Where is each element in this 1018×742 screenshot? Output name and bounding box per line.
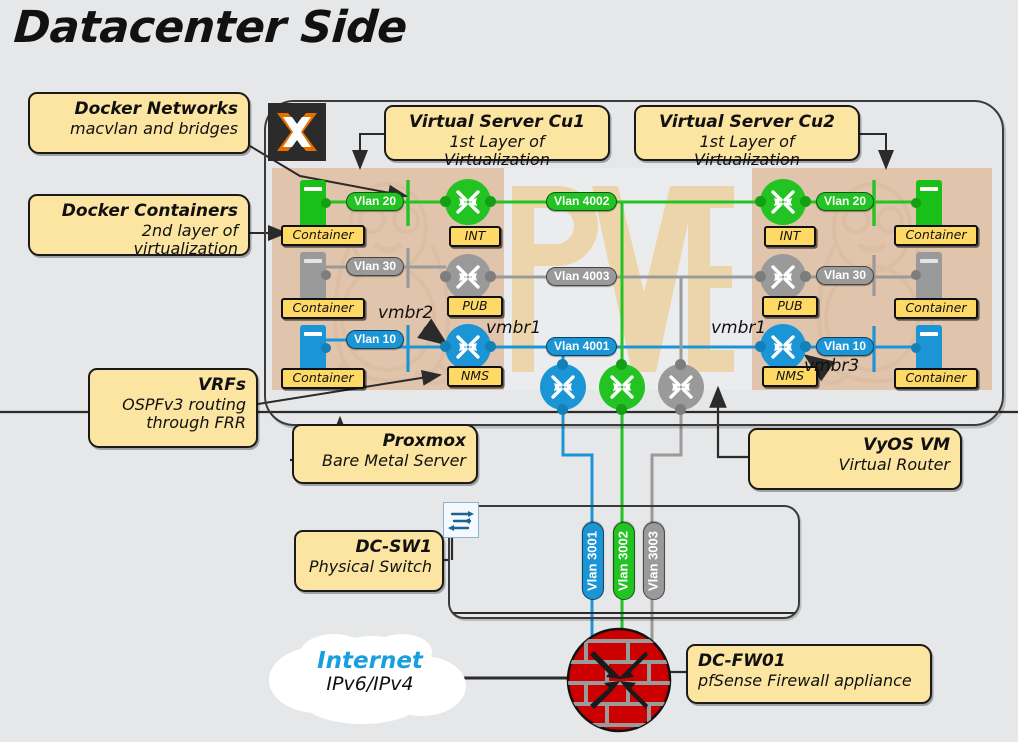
router-icon-vyos-green bbox=[599, 359, 645, 415]
note-proxmox: Proxmox Bare Metal Server bbox=[292, 424, 478, 484]
note-dcfw01-sub: pfSense Firewall appliance bbox=[698, 670, 912, 690]
note-docker-networks: Docker Networks macvlan and bridges bbox=[28, 92, 250, 154]
container-label-cu1-2: Container bbox=[281, 298, 365, 319]
note-proxmox-sub: Bare Metal Server bbox=[321, 450, 466, 470]
router-label-cu1-nms: NMS bbox=[447, 366, 503, 387]
note-docker-containers-title: Docker Containers bbox=[61, 201, 238, 221]
network-switch-icon bbox=[443, 502, 479, 538]
bridge-label-vmbr1-left: vmbr1 bbox=[486, 318, 542, 338]
note-vyos-title: VyOS VM bbox=[863, 435, 950, 455]
server-icon-cu2-vlan20 bbox=[911, 180, 942, 230]
router-icon-vyos-blue bbox=[540, 359, 586, 415]
router-label-cu2-nms: NMS bbox=[762, 366, 818, 387]
note-vrfs: VRFs OSPFv3 routing through FRR bbox=[88, 368, 258, 448]
server-icon-cu2-vlan10 bbox=[911, 325, 942, 375]
container-label-cu1-3: Container bbox=[281, 368, 365, 389]
brick-wall-firewall-icon bbox=[566, 627, 672, 733]
note-dc-fw01: DC-FW01 pfSense Firewall appliance bbox=[686, 644, 932, 704]
bridge-label-vmbr3: vmbr3 bbox=[804, 356, 860, 376]
container-label-cu2-3: Container bbox=[894, 368, 978, 389]
vlan-tag-cu1-20: Vlan 20 bbox=[346, 192, 405, 212]
server-icon-cu1-vlan10 bbox=[300, 325, 331, 375]
note-dc-sw1: DC-SW1 Physical Switch bbox=[294, 530, 444, 592]
router-label-cu2-pub: PUB bbox=[762, 296, 818, 317]
vlan-tag-trunk-4003: Vlan 4003 bbox=[546, 267, 618, 287]
note-docker-containers-sub: 2nd layer of virtualization bbox=[133, 220, 238, 259]
note-proxmox-title: Proxmox bbox=[382, 431, 466, 451]
note-vrfs-sub1: OSPFv3 routing bbox=[122, 394, 246, 414]
note-vyos-sub: Virtual Router bbox=[838, 454, 950, 474]
container-label-cu2-2: Container bbox=[894, 298, 978, 319]
vlan-tag-cu1-10: Vlan 10 bbox=[346, 330, 405, 350]
vlan-tag-uplink-3002: Vlan 3002 bbox=[613, 522, 635, 600]
note-dcsw1-title: DC-SW1 bbox=[355, 537, 432, 557]
server-icon-cu2-vlan30 bbox=[911, 252, 942, 302]
note-vrfs-title: VRFs bbox=[198, 375, 246, 395]
vlan-tag-cu2-10: Vlan 10 bbox=[816, 337, 875, 357]
router-icon-cu2-int bbox=[755, 179, 811, 225]
note-vyos: VyOS VM Virtual Router bbox=[748, 428, 962, 490]
server-icon-cu1-vlan30 bbox=[300, 252, 331, 302]
note-vs-cu1-title: Virtual Server Cu1 bbox=[409, 112, 585, 132]
server-icon-cu1-vlan20 bbox=[300, 180, 331, 230]
container-label-cu2-1: Container bbox=[894, 225, 978, 246]
note-vrfs-sub2: through FRR bbox=[146, 413, 246, 433]
note-vs-cu1-sub: 1st Layer of Virtualization bbox=[444, 131, 550, 170]
router-icon-cu1-int bbox=[440, 179, 496, 225]
cloud-icon bbox=[262, 628, 472, 728]
note-docker-networks-title: Docker Networks bbox=[74, 99, 238, 119]
router-icon-cu2-pub bbox=[755, 254, 811, 300]
note-vs-cu2-sub: 1st Layer of Virtualization bbox=[694, 131, 800, 170]
note-vs-cu2-title: Virtual Server Cu2 bbox=[659, 112, 835, 132]
router-label-cu1-int: INT bbox=[449, 226, 501, 247]
vlan-tag-uplink-3001: Vlan 3001 bbox=[582, 522, 604, 600]
container-label-cu1-1: Container bbox=[281, 225, 365, 246]
bridge-label-vmbr1-right: vmbr1 bbox=[711, 318, 767, 338]
router-label-cu1-pub: PUB bbox=[447, 296, 503, 317]
router-icon-cu2-nms bbox=[755, 324, 811, 370]
vlan-tag-trunk-4001: Vlan 4001 bbox=[546, 337, 618, 357]
router-icon-cu1-nms bbox=[440, 324, 496, 370]
note-virtual-server-cu1: Virtual Server Cu1 1st Layer of Virtuali… bbox=[384, 105, 610, 169]
router-icon-cu1-pub bbox=[440, 254, 496, 300]
note-dcfw01-title: DC-FW01 bbox=[698, 651, 786, 671]
bridge-label-vmbr2: vmbr2 bbox=[378, 303, 434, 323]
note-docker-networks-sub: macvlan and bridges bbox=[70, 118, 238, 138]
proxmox-x-icon bbox=[268, 103, 326, 161]
router-label-cu2-int: INT bbox=[764, 226, 816, 247]
note-dcsw1-sub: Physical Switch bbox=[308, 556, 432, 576]
vlan-tag-trunk-4002: Vlan 4002 bbox=[546, 192, 618, 212]
note-virtual-server-cu2: Virtual Server Cu2 1st Layer of Virtuali… bbox=[634, 105, 860, 169]
note-docker-containers: Docker Containers 2nd layer of virtualiz… bbox=[28, 194, 250, 259]
vlan-tag-cu2-20: Vlan 20 bbox=[816, 192, 875, 212]
proxmox-pve-container bbox=[264, 100, 1004, 426]
dc-sw1-switch-box bbox=[448, 505, 800, 619]
pve-watermark bbox=[496, 168, 736, 390]
router-icon-vyos-gray bbox=[658, 359, 704, 415]
vlan-tag-uplink-3003: Vlan 3003 bbox=[643, 522, 665, 600]
vlan-tag-cu2-30: Vlan 30 bbox=[816, 266, 875, 286]
vlan-tag-cu1-30: Vlan 30 bbox=[346, 257, 405, 277]
